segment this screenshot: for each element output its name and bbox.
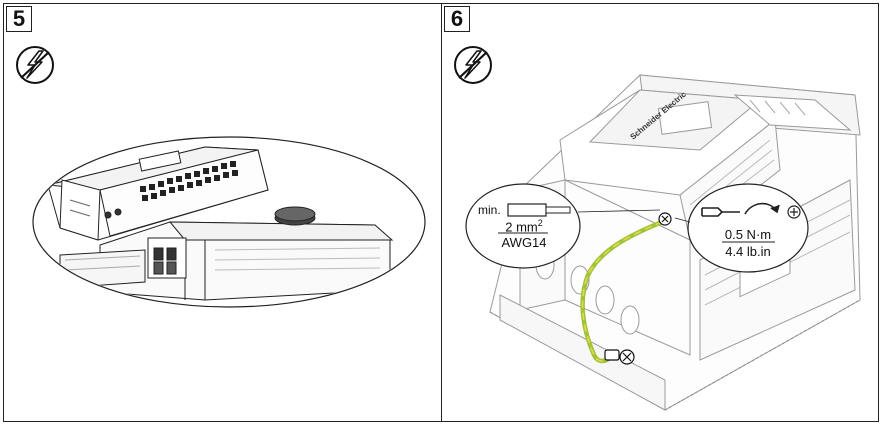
torque-metric-label: 0.5 N·m bbox=[724, 227, 772, 242]
wire-spec-callout bbox=[465, 183, 581, 269]
no-electric-shock-icon bbox=[454, 46, 492, 84]
lower-ground-terminal bbox=[604, 349, 635, 365]
wire-min-label: min. bbox=[478, 203, 501, 217]
no-electric-shock-icon bbox=[16, 46, 54, 84]
screwdriver-tighten-icon bbox=[701, 202, 780, 217]
wire-gauge-label: AWG14 bbox=[501, 235, 547, 250]
upper-ground-terminal bbox=[658, 212, 672, 226]
step-number-5: 5 bbox=[6, 6, 32, 32]
torque-imperial-label: 4.4 lb.in bbox=[725, 244, 771, 259]
phillips-screw-icon bbox=[787, 205, 801, 219]
wire-section-value: 2 mm2 bbox=[505, 218, 543, 235]
step-number-6: 6 bbox=[444, 6, 470, 32]
wire-end-icon bbox=[507, 203, 547, 217]
ground-wire bbox=[580, 219, 665, 364]
panel-divider bbox=[441, 3, 442, 422]
